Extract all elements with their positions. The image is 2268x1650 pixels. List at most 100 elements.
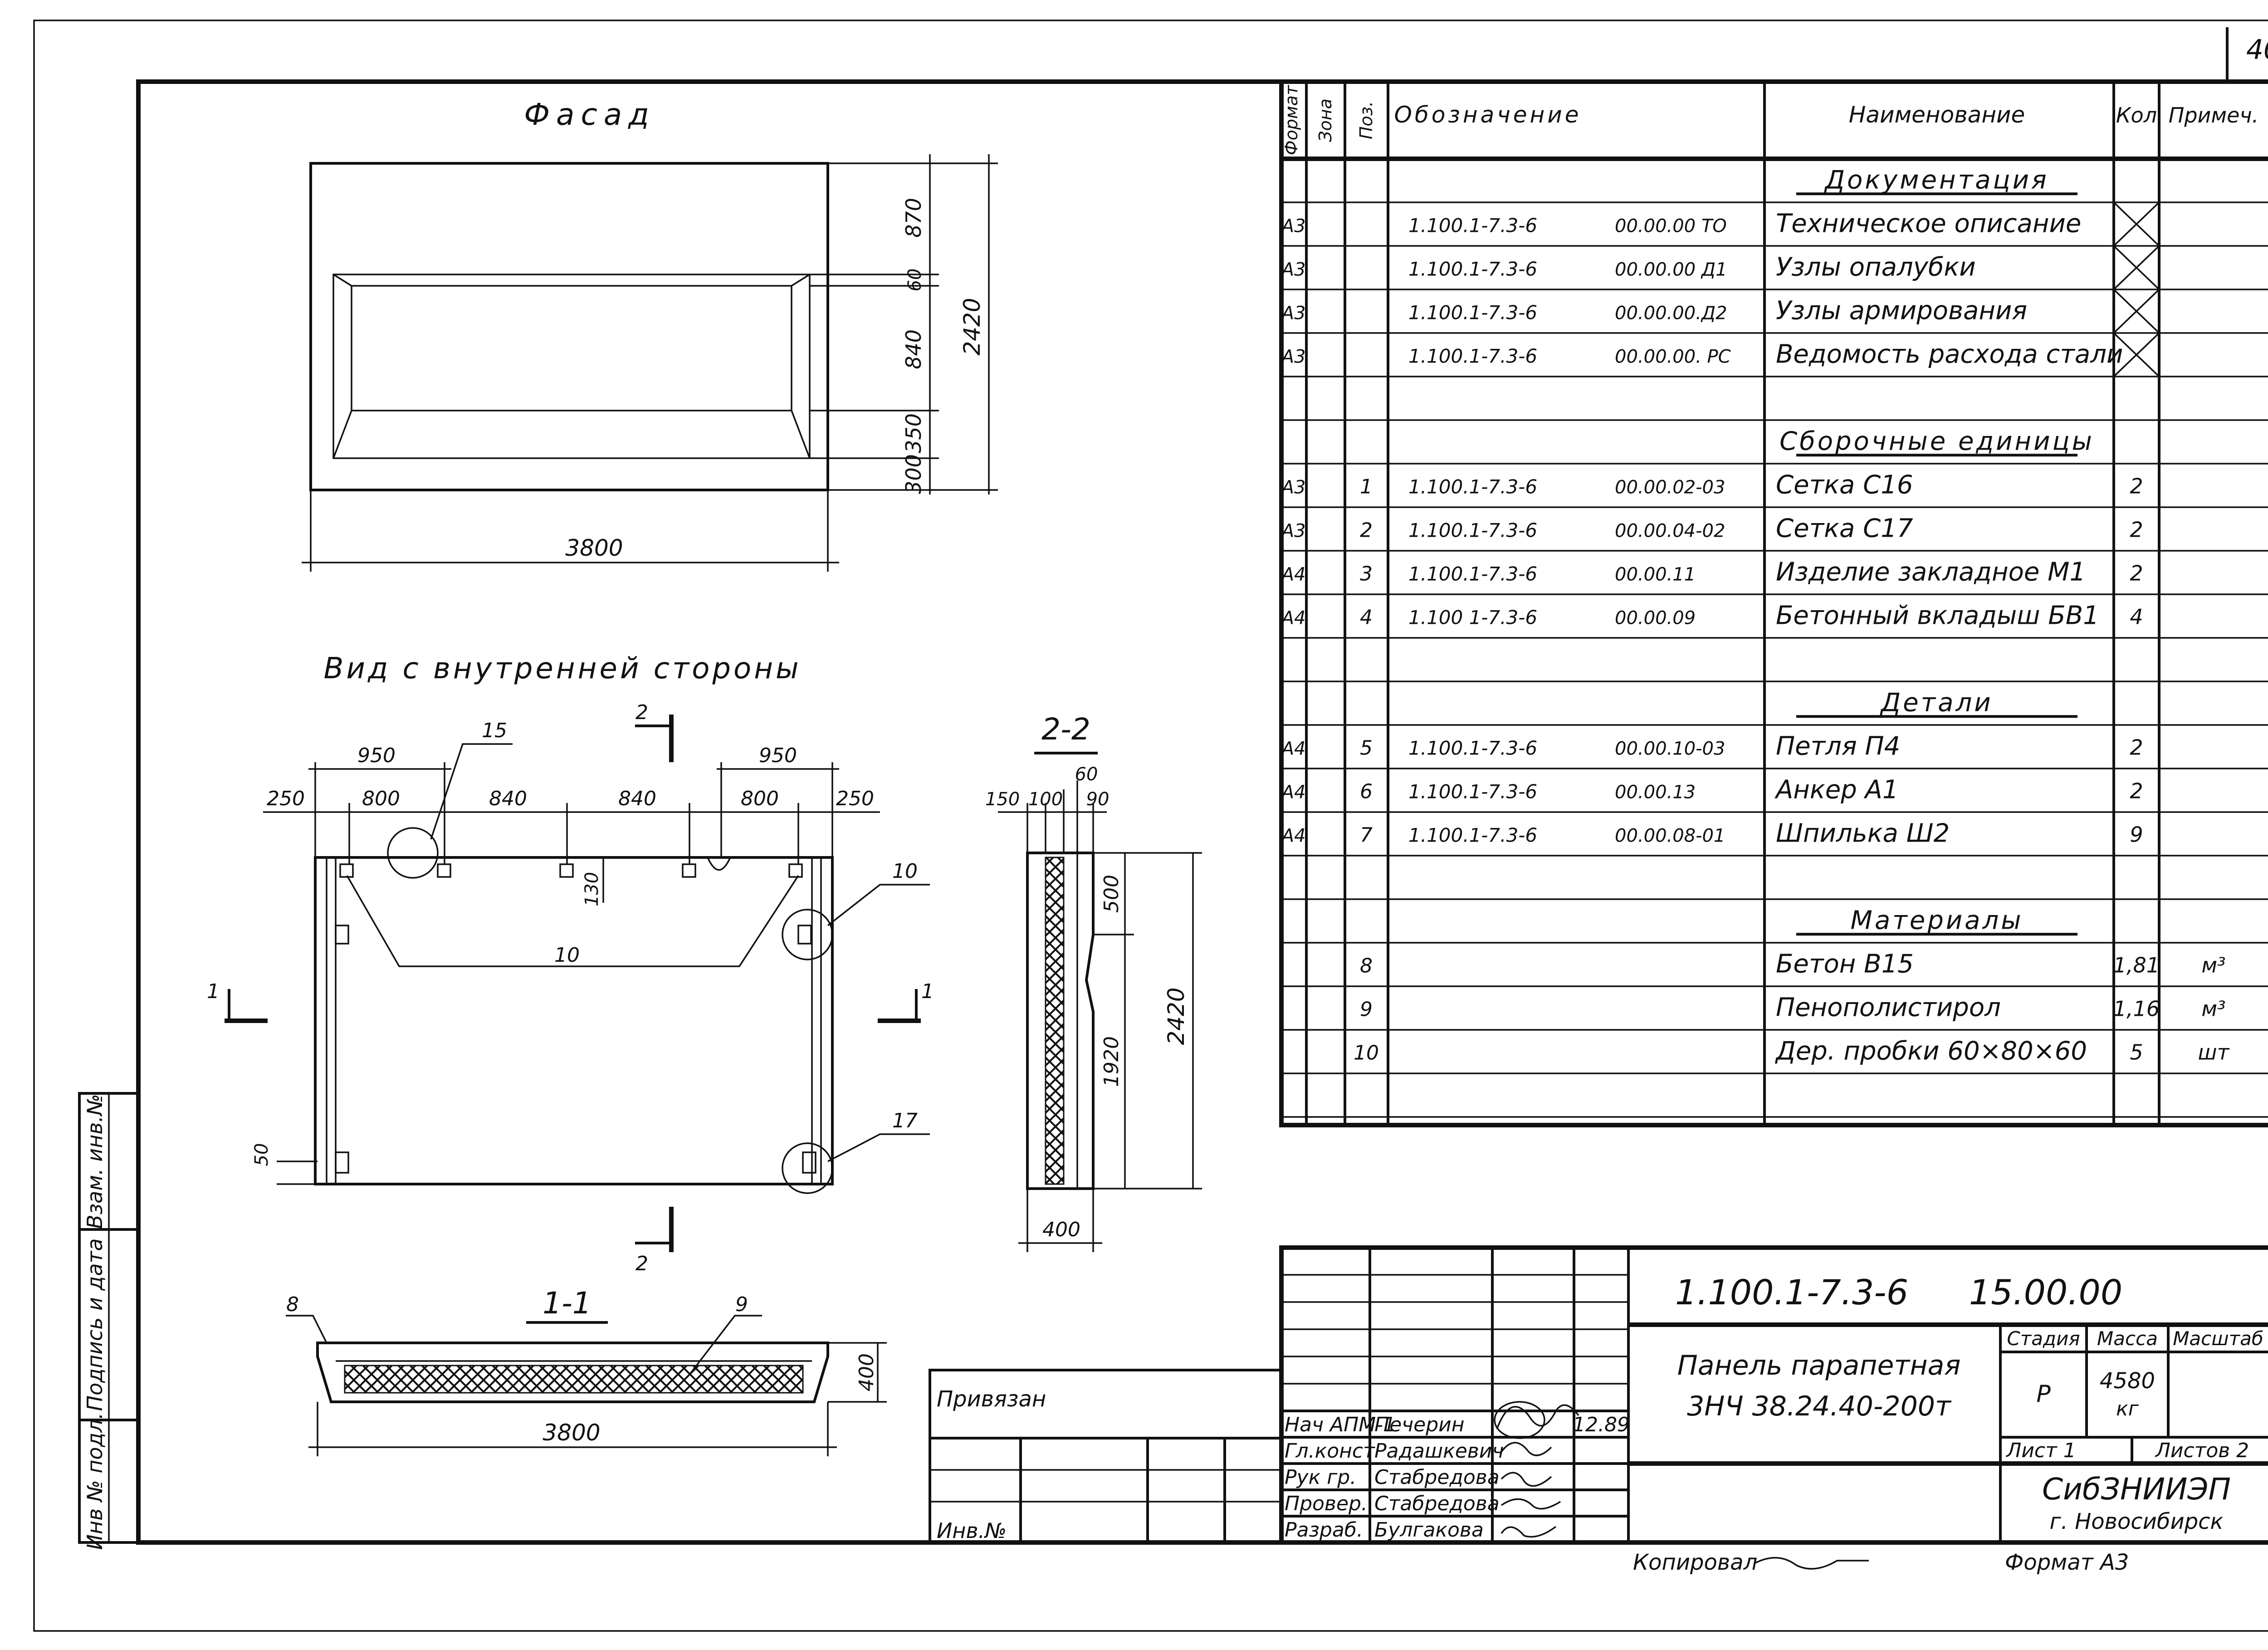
spec-name-cell: Изделие закладное М1 [1776, 557, 2086, 587]
role-label: Рук гр. [1285, 1466, 1356, 1489]
spec-code-cell: 1.100.1-7.3-6 [1408, 475, 1537, 498]
role-label: Разраб. [1285, 1518, 1363, 1542]
spec-code2-cell: 00.00.04-02 [1615, 520, 1725, 541]
spec-code2-cell: 00.00.08-01 [1615, 825, 1725, 846]
spec-pos-cell: 6 [1360, 780, 1373, 803]
doc-code: 1.100.1-7.3-6 [1675, 1272, 1908, 1312]
spec-format-cell: А4 [1281, 607, 1306, 628]
role-name: Радашкевич [1374, 1439, 1504, 1463]
role-name: Стабредова [1374, 1466, 1500, 1489]
facade-dim-840: 840 [901, 329, 926, 369]
section-2-2: 2-2 150 100 60 90 500 1920 2420 400 [985, 712, 1202, 1252]
spec-pos-cell: 4 [1360, 606, 1373, 629]
hdr-name: Наименование [1849, 102, 2025, 128]
mass-value: 4580 [2100, 1368, 2155, 1394]
spec-format-cell: А3 [1281, 303, 1306, 323]
spec-code2-cell: 00.00.00.Д2 [1615, 303, 1727, 323]
inner-view-title: Вид с внутренней стороны [323, 652, 801, 685]
spec-format-cell: А3 [1281, 259, 1306, 280]
spec-code2-cell: 00.00.00 Д1 [1615, 259, 1727, 280]
organization: СибЗНИИЭП [2042, 1472, 2231, 1507]
title-line-1: Панель парапетная [1677, 1350, 1961, 1381]
spec-name-cell: Петля П4 [1776, 731, 1900, 761]
copied-label: Копировал [1633, 1550, 1757, 1575]
spec-pos-cell: 7 [1360, 823, 1373, 847]
section-11-title: 1-1 [543, 1286, 591, 1321]
spec-table: Формат Зона Поз. Обозначение Наименовани… [1279, 79, 2268, 1127]
facade-dim-350: 350 [901, 413, 926, 453]
facade-dim-2420: 2420 [959, 298, 985, 355]
spec-code-cell: 1.100.1-7.3-6 [1408, 345, 1537, 367]
hdr-designation: Обозначение [1394, 102, 1582, 128]
title-line-2: 3НЧ 38.24.40-200т [1687, 1391, 1952, 1422]
facade-dim-300: 300 [901, 454, 926, 494]
dim-130: 130 [582, 872, 602, 906]
facade-dim-3800: 3800 [565, 535, 623, 561]
spec-name-cell: Бетон В15 [1776, 949, 1914, 979]
s22-dim-2420: 2420 [1163, 987, 1189, 1045]
dim-840-a: 840 [489, 787, 527, 810]
spec-qty-cell: 5 [2130, 1040, 2143, 1064]
s11-label-8: 8 [286, 1293, 299, 1316]
role-name: Стабредова [1374, 1492, 1500, 1515]
mass-label: Масса [2097, 1327, 2158, 1350]
spec-pos-cell: 3 [1360, 562, 1373, 585]
spec-qty-cell: 1,81 [2113, 953, 2160, 977]
mass-unit: кг [2116, 1397, 2139, 1420]
spec-pos-cell: 2 [1360, 519, 1373, 542]
binding-block: Привязан Инв.№ [929, 1369, 1283, 1544]
role-label: Гл.конст [1285, 1439, 1375, 1463]
s11-dim-400: 400 [855, 1353, 878, 1391]
s22-dim-90: 90 [1086, 789, 1110, 810]
cut-1-left: 1 [207, 980, 220, 1003]
doc-sheet-code: 15.00.00 [1969, 1272, 2122, 1312]
hdr-qty: Кол [2116, 103, 2157, 127]
spec-code-cell: 1.100.1-7.3-6 [1408, 301, 1537, 323]
s22-dim-1920: 1920 [1100, 1036, 1123, 1087]
role-name: Булгакова [1374, 1518, 1484, 1542]
qty-cross-mark [2113, 332, 2160, 377]
spec-code-cell: 1.100.1-7.3-6 [1408, 780, 1537, 803]
spec-name-cell: Узлы армирования [1776, 296, 2027, 325]
city: г. Новосибирск [2049, 1509, 2223, 1534]
scale-label: Масштаб [2173, 1327, 2263, 1350]
hdr-zone: Зона [1315, 98, 1335, 142]
spec-code2-cell: 00.00.00. РС [1615, 346, 1731, 367]
spec-format-cell: А3 [1281, 477, 1306, 498]
cut-2-bottom: 2 [635, 1252, 648, 1275]
spec-name-cell: Шпилька Ш2 [1776, 818, 1950, 848]
spec-qty-cell: 1,16 [2113, 996, 2160, 1021]
spec-name-cell: Техническое описание [1776, 209, 2081, 238]
spec-code2-cell: 00.00.02-03 [1615, 477, 1725, 498]
page-number: 40 [2246, 34, 2268, 66]
spec-pos-cell: 9 [1360, 998, 1373, 1021]
spec-section-heading: Детали [1879, 688, 1993, 717]
spec-qty-cell: 2 [2130, 561, 2143, 585]
outer-trim-frame [33, 20, 2268, 1632]
spec-code-cell: 1.100.1-7.3-6 [1408, 563, 1537, 585]
spec-name-cell: Анкер А1 [1774, 775, 1898, 804]
spec-qty-cell: 2 [2130, 517, 2143, 542]
spec-note-cell: шт [2198, 1040, 2230, 1064]
dim-50: 50 [251, 1143, 272, 1166]
s22-dim-60: 60 [1075, 764, 1098, 785]
qty-cross-mark [2113, 245, 2160, 290]
spec-name-cell: Узлы опалубки [1776, 252, 1976, 282]
qty-cross-mark [2113, 201, 2160, 247]
stage-label: Стадия [2007, 1327, 2080, 1350]
dim-250-right: 250 [836, 787, 874, 810]
s11-label-9: 9 [735, 1293, 748, 1316]
stage-value: Р [2036, 1381, 2051, 1408]
role-label: Нач АПМ-1 [1285, 1413, 1396, 1436]
section-1-1: 1-1 8 9 400 3800 [286, 1286, 887, 1456]
spec-qty-cell: 2 [2130, 778, 2143, 803]
spec-format-cell: А4 [1281, 825, 1306, 846]
spec-section-heading: Документация [1823, 165, 2048, 195]
spec-name-cell: Дер. пробки 60×80×60 [1774, 1036, 2087, 1066]
cut-1-right: 1 [921, 980, 934, 1003]
dim-950-left: 950 [357, 744, 396, 767]
spec-code2-cell: 00.00.13 [1615, 782, 1696, 803]
s22-dim-500: 500 [1100, 875, 1123, 913]
